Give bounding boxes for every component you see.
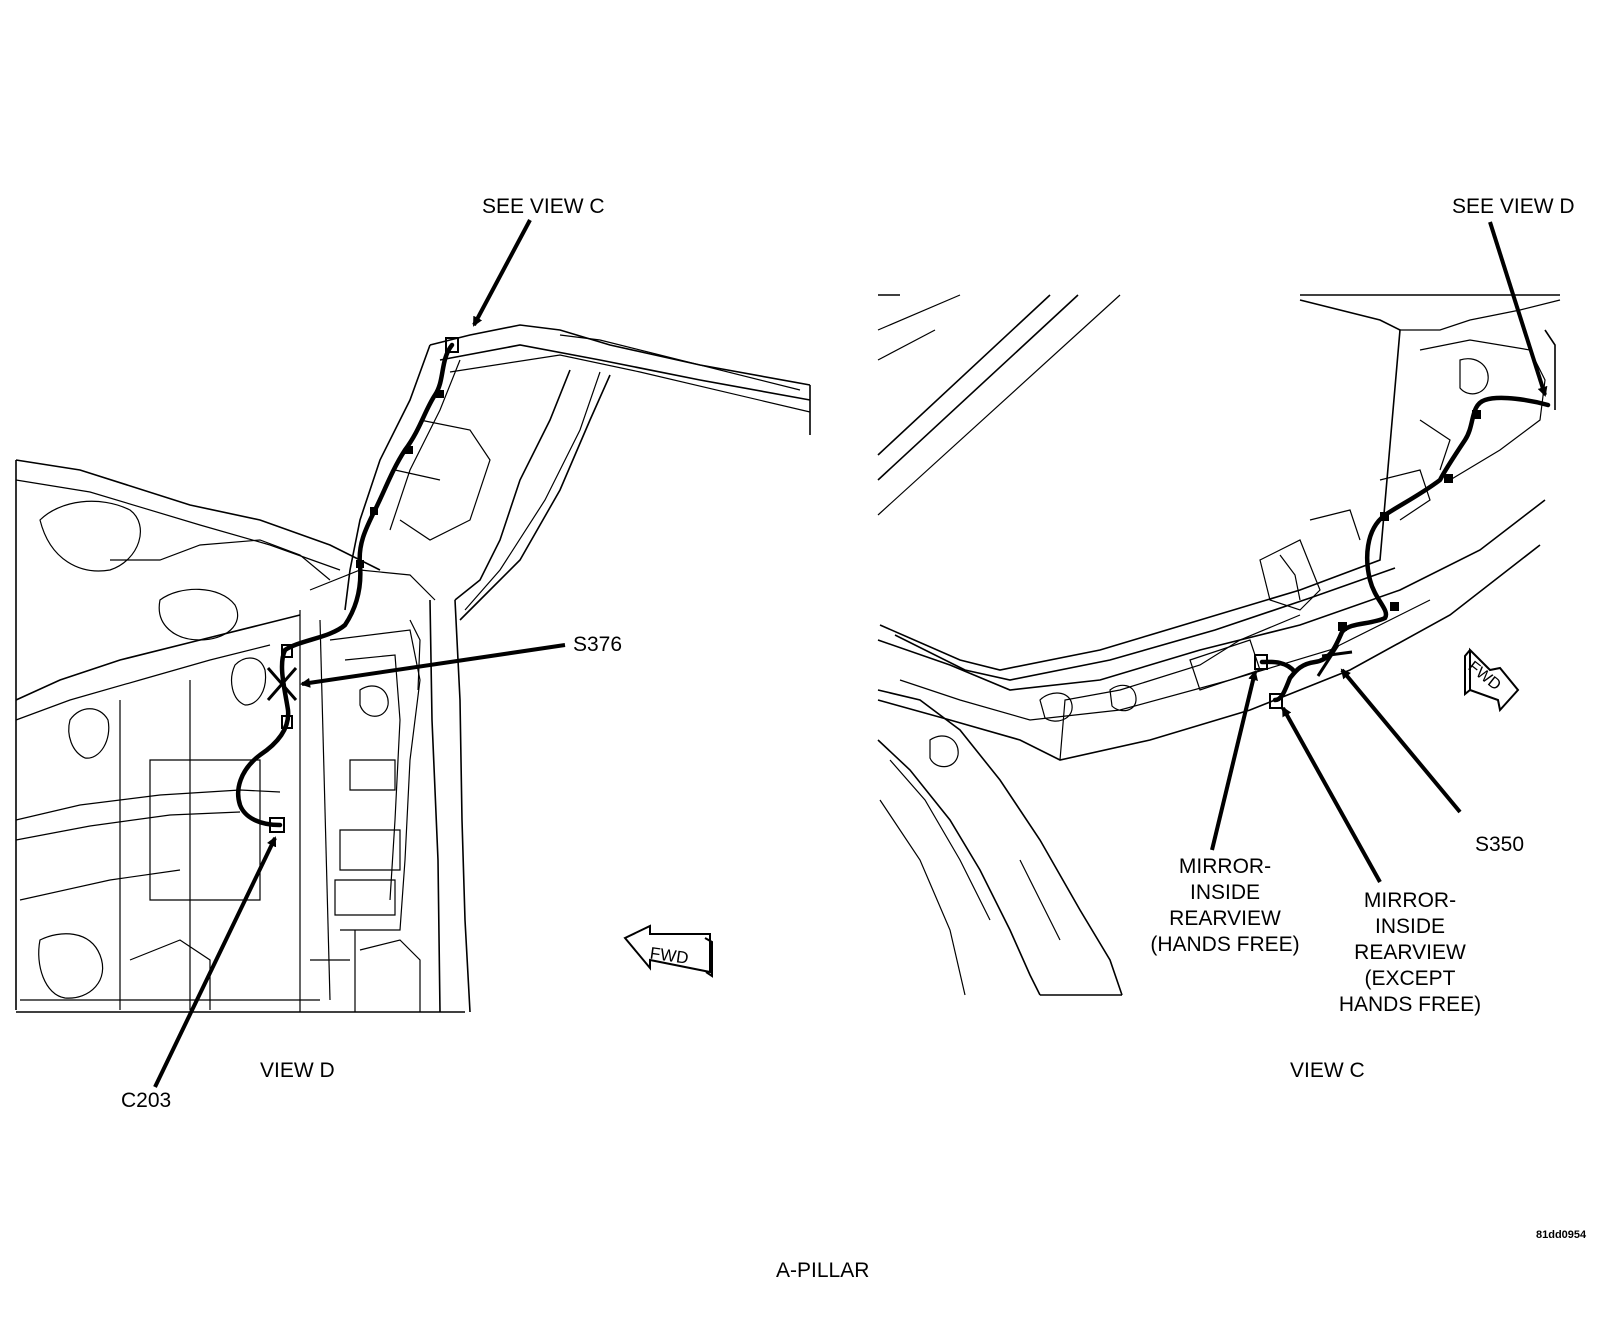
view-c-caption: VIEW C (1290, 1059, 1365, 1082)
see-view-d-label: SEE VIEW D (1452, 195, 1575, 218)
view-d-body-structure (15, 324, 811, 1013)
s350-label: S350 (1475, 833, 1525, 856)
view-c-fwd-arrow (1464, 647, 1520, 713)
see-view-c-label: SEE VIEW C (482, 195, 605, 218)
page-title: A-PILLAR (776, 1259, 870, 1282)
s376-leader (300, 643, 566, 688)
view-c-harness-clips (1254, 410, 1481, 709)
c203-leader (153, 836, 277, 1088)
view-d-illustration (15, 219, 811, 1088)
view-d-caption: VIEW D (260, 1059, 335, 1082)
view-c-illustration (877, 221, 1561, 996)
s376-label: S376 (573, 633, 623, 656)
view-c-roof-structure (877, 294, 1561, 996)
view-d-fwd-label: FWD (649, 944, 690, 968)
s376-splice-mark (266, 667, 298, 701)
mirror-except-leader (1281, 706, 1382, 883)
view-d-fwd-arrow (623, 924, 713, 978)
s350-splice-mark (1316, 644, 1340, 677)
view-c-harness (1259, 395, 1551, 703)
see-view-c-leader (472, 219, 532, 327)
c203-label: C203 (121, 1089, 172, 1112)
see-view-d-leader (1488, 221, 1548, 397)
view-d-harness (235, 342, 455, 828)
mirror-hands-free-leader (1210, 670, 1258, 851)
view-d-harness-clips (269, 337, 459, 833)
mirror-hands-free-label: MIRROR- INSIDE REARVIEW (HANDS FREE) (1150, 855, 1300, 956)
figure-id: 81dd0954 (1536, 1229, 1587, 1241)
s350-leader (1340, 668, 1462, 814)
mirror-except-hands-free-label: MIRROR- INSIDE REARVIEW (EXCEPT HANDS FR… (1338, 889, 1482, 1016)
